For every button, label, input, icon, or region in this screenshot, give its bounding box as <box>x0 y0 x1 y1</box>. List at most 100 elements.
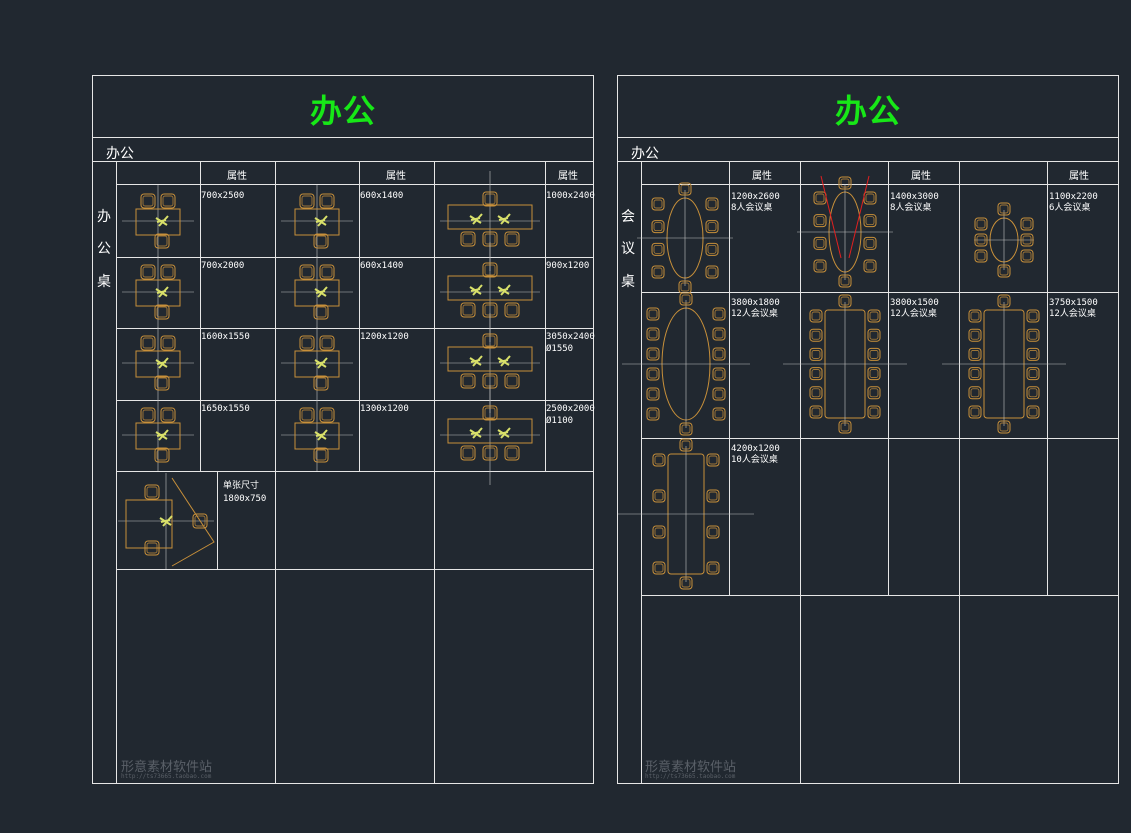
chair-seat <box>315 235 327 247</box>
chair-icon <box>646 327 660 341</box>
chair-icon <box>160 407 176 423</box>
office-desk-symbol <box>122 399 194 471</box>
dimension-label: 1600x1550 <box>201 332 250 342</box>
right-sheet-border <box>617 75 1119 784</box>
chair-icon <box>651 197 665 211</box>
chair-icon <box>144 484 160 500</box>
plant-icon <box>159 515 173 527</box>
dimension-label: 3050x2400 <box>546 332 595 342</box>
chair-seat <box>142 409 154 421</box>
col-divider <box>959 161 960 783</box>
chair-seat <box>484 407 496 419</box>
chair-icon <box>1020 249 1034 263</box>
chair-seat <box>869 350 879 359</box>
chair-icon <box>154 304 170 320</box>
chair-seat <box>194 515 206 527</box>
conference-table-symbol <box>974 202 1034 278</box>
chair-icon <box>154 447 170 463</box>
desk-outline <box>135 422 181 450</box>
chair-icon <box>504 373 520 389</box>
chair-seat <box>484 447 496 459</box>
dimension-label: 6人会议桌 <box>1049 203 1091 213</box>
chair-icon <box>460 445 476 461</box>
plant-icon <box>314 286 328 298</box>
chair-icon <box>160 193 176 209</box>
chair-seat <box>708 491 718 501</box>
chair-seat <box>708 563 718 573</box>
chair-icon <box>652 489 666 503</box>
chair-icon <box>646 387 660 401</box>
office-desk-symbol <box>281 327 353 399</box>
category-char: 办 <box>97 209 111 225</box>
dimension-label: 3750x1500 <box>1049 298 1098 308</box>
chair-seat <box>1022 219 1032 229</box>
chair-icon <box>319 335 335 351</box>
chair-seat <box>156 306 168 318</box>
dimension-label: 3800x1800 <box>731 298 780 308</box>
office-desk-symbol <box>281 256 353 328</box>
chair-seat <box>681 440 691 450</box>
chair-icon <box>651 265 665 279</box>
dimension-label: 1400x3000 <box>890 192 939 202</box>
chair-icon <box>705 265 719 279</box>
chair-seat <box>1028 388 1038 398</box>
row-divider <box>641 595 1119 596</box>
conference-table-symbol <box>783 294 907 434</box>
plant-icon <box>469 427 483 439</box>
chair-icon <box>974 249 988 263</box>
col-divider <box>729 161 730 595</box>
chair-icon <box>838 274 852 288</box>
chair-seat <box>315 449 327 461</box>
column-header: 属性 <box>1069 171 1089 182</box>
desk-outline <box>135 350 181 378</box>
left-sheet-border <box>92 75 594 784</box>
chair-icon <box>482 191 498 207</box>
chair-icon <box>867 386 881 400</box>
chair-icon <box>1026 367 1040 381</box>
col-divider <box>275 161 276 783</box>
chair-seat <box>484 193 496 205</box>
chair-icon <box>1026 309 1040 323</box>
chair-icon <box>974 217 988 231</box>
col-divider <box>641 161 642 783</box>
chair-seat <box>714 309 724 319</box>
chair-icon <box>968 367 982 381</box>
chair-seat <box>869 311 879 321</box>
dimension-label: 1000x2400 <box>546 191 595 201</box>
red-guide-line <box>820 175 870 259</box>
col-divider <box>116 161 117 783</box>
chair-icon <box>809 328 823 342</box>
conference-table-symbol <box>942 294 1066 434</box>
chair-seat <box>976 219 986 229</box>
chair-seat <box>970 311 980 321</box>
chair-icon <box>863 259 877 273</box>
dimension-label: Ø1100 <box>546 416 574 426</box>
plant-icon <box>314 429 328 441</box>
centerline <box>637 190 733 286</box>
chair-icon <box>160 335 176 351</box>
col-divider <box>800 161 801 783</box>
chair-seat <box>648 409 658 419</box>
chair-icon <box>968 386 982 400</box>
chair-icon <box>154 375 170 391</box>
chair-seat <box>648 389 658 399</box>
chair-seat <box>506 447 518 459</box>
chair-icon <box>712 387 726 401</box>
chair-icon <box>646 407 660 421</box>
chair-icon <box>144 540 160 556</box>
chair-seat <box>708 527 718 537</box>
chair-seat <box>815 216 825 226</box>
chair-seat <box>648 369 658 379</box>
chair-icon <box>482 445 498 461</box>
chair-seat <box>654 527 664 537</box>
chair-seat <box>156 449 168 461</box>
office-desk-symbol <box>122 327 194 399</box>
chair-icon <box>313 447 329 463</box>
chair-seat <box>811 388 821 398</box>
chair-icon <box>712 327 726 341</box>
chair-seat <box>301 409 313 421</box>
watermark-url: http://ts73665.taobao.com <box>645 773 736 780</box>
chair-icon <box>705 197 719 211</box>
